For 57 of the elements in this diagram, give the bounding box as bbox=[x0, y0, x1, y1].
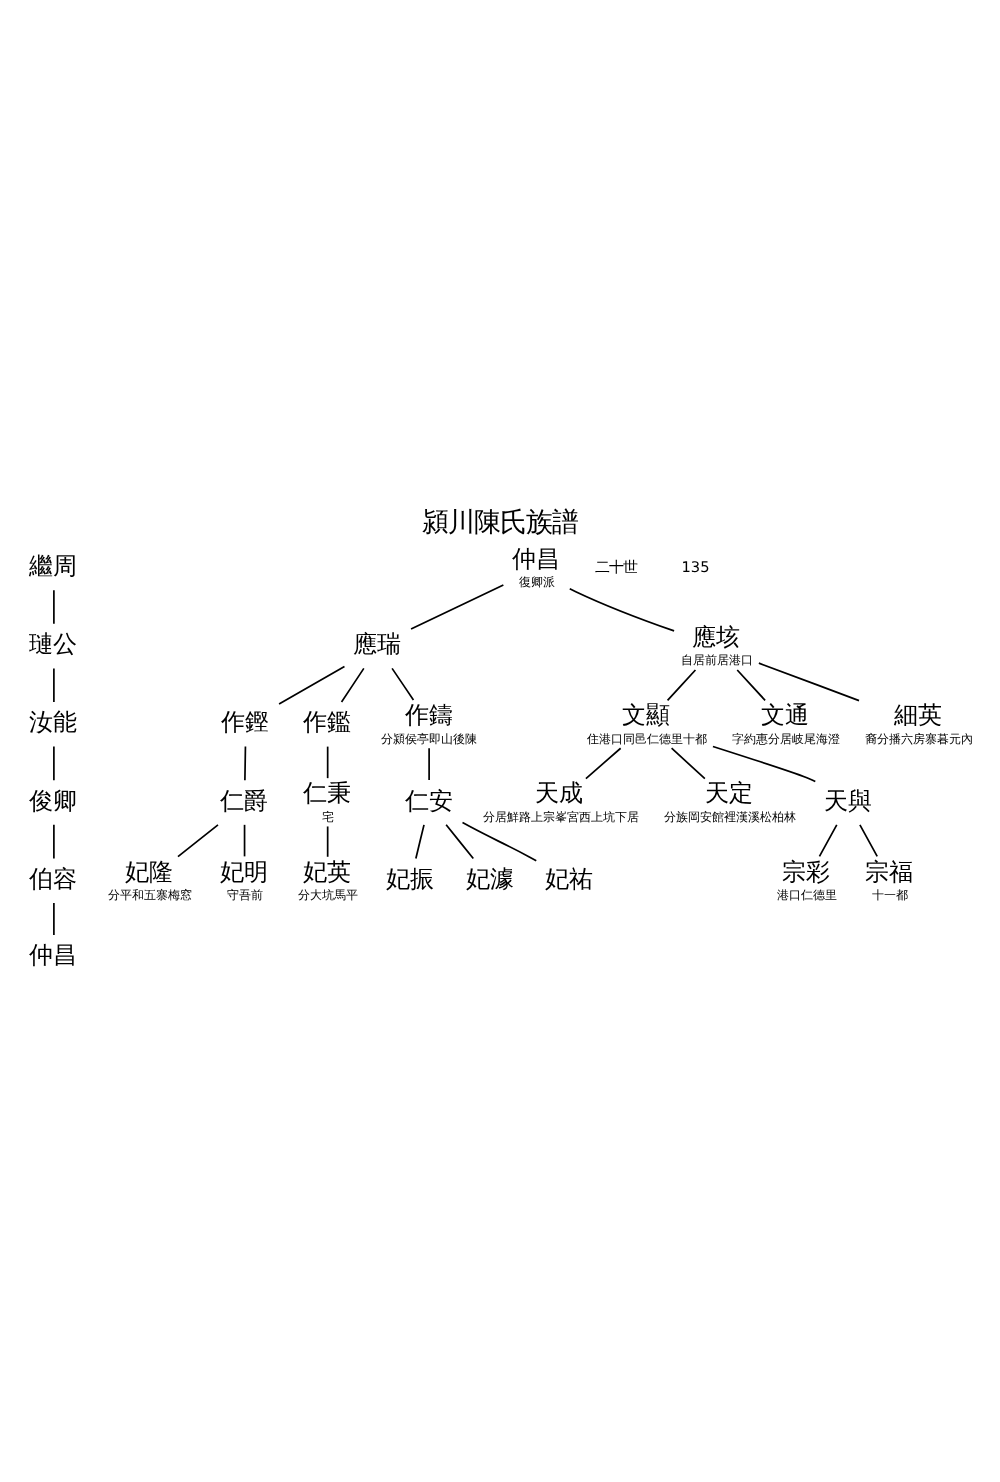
node-text: 文顯 bbox=[621, 700, 670, 729]
connector bbox=[326, 824, 329, 857]
node-text: 天與 bbox=[823, 785, 872, 814]
connector bbox=[736, 668, 766, 701]
connector bbox=[53, 901, 55, 935]
connector bbox=[244, 744, 247, 781]
node-text: 作鑄 bbox=[404, 700, 453, 729]
connector bbox=[859, 822, 879, 857]
connector bbox=[666, 668, 697, 701]
connector bbox=[391, 666, 415, 700]
connector bbox=[410, 583, 505, 629]
connector bbox=[712, 744, 817, 782]
connector bbox=[53, 588, 55, 624]
connector bbox=[670, 746, 706, 779]
connector bbox=[568, 586, 675, 631]
node-text: 應瑞 bbox=[353, 629, 402, 658]
node-text: 作鑑 bbox=[303, 707, 352, 736]
node-text: 仲昌 bbox=[29, 940, 78, 969]
node-text: 仁安 bbox=[404, 785, 453, 814]
node-text: 天定 bbox=[704, 778, 753, 807]
node-text: 繼周 bbox=[29, 550, 78, 579]
node-text: 仁秉 bbox=[303, 778, 352, 807]
connector bbox=[461, 820, 538, 861]
node-text: 妃祐 bbox=[545, 863, 594, 892]
connector bbox=[340, 666, 365, 702]
node-text: 宗福 bbox=[865, 856, 914, 885]
node-text: 應垓 bbox=[691, 621, 740, 650]
connector bbox=[326, 744, 329, 778]
connector bbox=[818, 822, 838, 857]
connector bbox=[177, 822, 219, 857]
node-text: 妃振 bbox=[386, 863, 435, 892]
node-text: 作鏗 bbox=[221, 707, 270, 736]
connector bbox=[243, 822, 246, 857]
node-text: 汝能 bbox=[29, 707, 78, 736]
connector bbox=[53, 744, 55, 781]
node-text: 仲昌 bbox=[512, 543, 561, 572]
node-text: 璉公 bbox=[29, 629, 78, 658]
node-text: 細英 bbox=[894, 700, 943, 729]
connector bbox=[415, 822, 425, 859]
connector bbox=[758, 661, 860, 701]
connector bbox=[585, 746, 622, 779]
node-text: 妃澽 bbox=[465, 863, 514, 892]
node-text: 俊卿 bbox=[29, 785, 78, 814]
node-text: 妃隆 bbox=[124, 856, 173, 885]
node-text: 宗彩 bbox=[782, 856, 831, 885]
connector bbox=[53, 822, 55, 859]
node-text: 天成 bbox=[535, 778, 584, 807]
node-text: 妃明 bbox=[220, 856, 269, 885]
node-text: 伯容 bbox=[29, 863, 78, 892]
diagram-title: 潁川陳氏族譜 bbox=[422, 508, 578, 539]
connector bbox=[428, 746, 430, 780]
node-text: 仁爵 bbox=[220, 785, 269, 814]
connector bbox=[278, 664, 346, 704]
connector bbox=[53, 666, 55, 702]
node-text: 妃英 bbox=[303, 856, 352, 885]
connector bbox=[445, 822, 475, 859]
node-text: 文通 bbox=[760, 700, 809, 729]
